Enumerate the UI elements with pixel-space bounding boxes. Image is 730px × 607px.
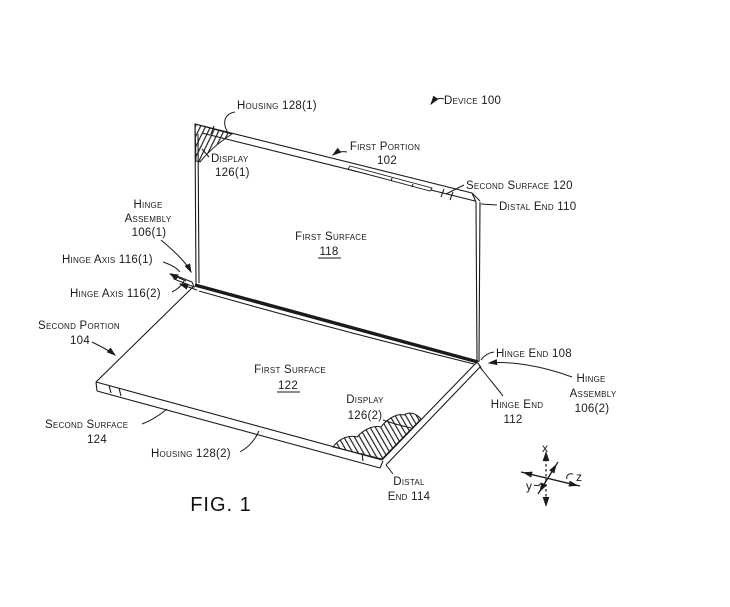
label-second-surface-124-num: 124 (87, 434, 107, 446)
leader-lines (91, 95, 573, 475)
arrow-second-portion-104 (91, 341, 117, 356)
housing-edge-tick (210, 125, 215, 135)
axis-x-label: x (542, 441, 548, 455)
axis-y-label: y (526, 479, 532, 493)
label-hinge-assembly-1-l1: Hinge (133, 199, 162, 211)
label-hinge-axis-116-2: Hinge Axis 116(2) (70, 288, 161, 300)
label-hinge-assembly-1-l2: Assembly (125, 213, 172, 225)
hinge-axis-arrows (168, 273, 198, 291)
second-portion-left-cap (95, 381, 98, 392)
label-hinge-assembly-1-l3: 106(1) (132, 227, 167, 239)
second-portion-bottom-edge-outer (96, 390, 381, 469)
arrow-hinge-assembly-106-1 (160, 239, 192, 274)
label-distal-end-114-l1: Distal (393, 476, 425, 488)
first-portion-right-edge-inner (475, 201, 478, 362)
label-display-126-1: Display (211, 153, 249, 165)
hinge-axis-116-1-arrow (168, 273, 187, 282)
axis-z-label: z (576, 470, 582, 484)
axis-y-label-hook (533, 482, 542, 487)
label-housing-128-2: Housing 128(2) (151, 448, 231, 460)
label-second-surface-120: Second Surface 120 (466, 180, 573, 192)
label-hinge-assembly-2-l3: 106(2) (575, 403, 610, 415)
axis-x-arrow-down (542, 497, 550, 507)
leader-display-126-2 (382, 419, 412, 429)
leader-hinge-end-112 (479, 366, 504, 397)
second-portion-left-edge (95, 285, 195, 383)
label-hinge-end-108: Hinge End 108 (496, 348, 572, 360)
label-first-surface-118: First Surface (295, 231, 367, 243)
leader-distal-end-114 (385, 464, 394, 475)
label-hinge-end-112-l2: 112 (503, 414, 522, 426)
device-drawing (95, 123, 483, 469)
leader-second-surface-120 (445, 184, 465, 195)
arrow-device-100 (430, 95, 445, 106)
leader-hinge-end-108 (480, 351, 495, 361)
top-edge-slot (347, 165, 433, 192)
housing-edge-tick (108, 384, 112, 394)
leader-distal-end-110 (480, 203, 498, 206)
label-second-portion-num: 104 (70, 335, 90, 347)
housing-edge-tick (118, 387, 122, 397)
leader-display-126-1 (201, 148, 210, 158)
label-device-100: Device 100 (444, 95, 501, 107)
label-display-126-1-num: 126(1) (215, 167, 250, 179)
leader-second-surface-124 (141, 408, 168, 425)
hinge-joint (194, 283, 479, 365)
axis-x-arrow-up (542, 451, 550, 461)
housing-edge-tick (449, 191, 454, 201)
label-second-surface-124: Second Surface (45, 419, 128, 431)
leader-housing-128-1 (224, 111, 236, 134)
label-hinge-assembly-2-l2: Assembly (570, 388, 617, 400)
hinge-edge-thin (198, 290, 475, 365)
housing-edge-tick (361, 452, 364, 462)
leader-hinge-axis-116-1 (162, 261, 181, 273)
label-housing-128-1: Housing 128(1) (237, 100, 317, 112)
label-distal-end-110: Distal End 110 (499, 201, 576, 213)
second-portion-distal-cap (379, 460, 384, 469)
hinge-axis-116-2-arrow (178, 283, 198, 291)
axis-y-arrow-down (539, 478, 548, 493)
first-portion-right-edge-outer (478, 201, 481, 363)
second-portion-right-edge-outer (385, 365, 482, 466)
axis-z-arrow-right (548, 478, 579, 487)
labels: Housing 128(1) Device 100 First Portion … (38, 95, 617, 503)
label-distal-end-114-l2: End 114 (388, 491, 431, 503)
label-first-surface-122-num: 122 (278, 380, 298, 392)
first-portion-top-right-cap (471, 192, 481, 202)
axis-y-arrow-up (547, 463, 557, 479)
top-edge-slot-tick (411, 183, 414, 188)
hinge-edge-thick (194, 283, 479, 364)
label-hinge-assembly-2-l1: Hinge (576, 373, 605, 385)
label-second-portion: Second Portion (38, 320, 120, 332)
first-portion-panel (194, 123, 481, 363)
first-portion-left-edge-outer (194, 123, 197, 286)
leader-hinge-axis-116-2 (171, 280, 185, 293)
second-portion-right-edge-inner (381, 361, 478, 461)
arrow-first-portion-102 (331, 147, 348, 156)
top-edge-slot-tick (390, 177, 393, 182)
label-first-surface-122: First Surface (254, 364, 326, 376)
label-first-portion: First Portion (350, 141, 420, 153)
housing-edge-tick (440, 188, 445, 198)
label-first-surface-118-num: 118 (319, 246, 338, 258)
arrow-hinge-assembly-106-2 (487, 359, 573, 378)
label-first-portion-num: 102 (377, 155, 397, 167)
label-display-126-2: Display (346, 394, 384, 406)
leader-housing-128-2 (239, 430, 260, 453)
label-display-126-2-num: 126(2) (348, 410, 383, 422)
label-hinge-end-112-l1: Hinge End (491, 399, 544, 411)
label-hinge-axis-116-1: Hinge Axis 116(1) (62, 254, 153, 266)
first-portion-top-edge-outer (194, 123, 473, 194)
figure-caption: FIG. 1 (190, 494, 252, 516)
axis-z-arrow-left (522, 471, 549, 479)
display-126-1-hatch (194, 123, 234, 163)
first-portion-top-right-cap-inner (471, 192, 477, 203)
axes-indicator: x y z (520, 441, 582, 507)
axis-z-label-hook (566, 473, 574, 480)
